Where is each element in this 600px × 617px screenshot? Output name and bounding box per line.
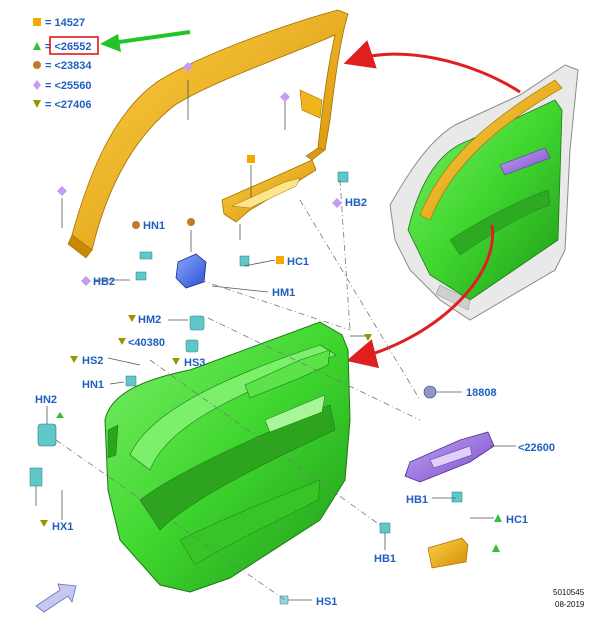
door-handle-bezel (404, 431, 495, 483)
clip-hn1-mid (125, 375, 137, 387)
speaker-hn2 (37, 423, 57, 447)
door-latch-blue (175, 253, 207, 289)
legend-square-icon (33, 18, 41, 26)
reference-number: 5010545 (553, 588, 585, 597)
square-icon (247, 155, 255, 163)
clip-hb2-top (337, 171, 349, 183)
legend-item-4: = <25560 (45, 80, 92, 92)
diamond-icon (332, 198, 342, 208)
triangle-icon (494, 514, 502, 522)
label-hm1: HM1 (272, 287, 295, 299)
legend-item-3: = <23834 (45, 60, 92, 72)
legend-circle-icon (33, 61, 41, 69)
triangle-down-icon (364, 334, 372, 341)
label-hc1-top: HC1 (287, 256, 309, 268)
legend-item-2: = <26552 (45, 41, 92, 53)
reference-date: 08-2019 (555, 600, 585, 609)
clip-hb1-right (451, 491, 463, 503)
leader-lines (35, 80, 516, 601)
label-hm2: HM2 (138, 314, 161, 326)
triangle-down-icon (172, 358, 180, 365)
legend-item-1: = 14527 (45, 17, 85, 29)
label-40380: <40380 (128, 337, 165, 349)
front-direction-arrow (35, 583, 77, 613)
circle-icon (187, 218, 195, 226)
clip-hm2 (189, 315, 205, 331)
label-hb1-right: HB1 (406, 494, 428, 506)
label-hb2-top: HB2 (345, 197, 367, 209)
label-hb1-bottom: HB1 (374, 553, 396, 565)
diamond-icon (183, 62, 193, 72)
label-hc1-right: HC1 (506, 514, 528, 526)
label-hb2-left: HB2 (93, 276, 115, 288)
label-hn1-mid: HN1 (82, 379, 104, 391)
legend-triangle-icon (33, 42, 41, 50)
legend-item-5: = <27406 (45, 99, 92, 111)
triangle-down-icon (70, 356, 78, 363)
switch-18808 (423, 385, 437, 399)
label-hs2: HS2 (82, 355, 103, 367)
triangle-down-icon (118, 338, 126, 345)
green-callout-arrow (100, 30, 191, 52)
clip-hc1-top (239, 255, 250, 267)
circle-icon (132, 221, 140, 229)
label-hn2: HN2 (35, 394, 57, 406)
triangle-icon (492, 544, 500, 552)
legend-diamond-icon (33, 80, 41, 90)
label-hx1: HX1 (52, 521, 73, 533)
vehicle-door-view (389, 64, 579, 321)
legend: = 14527 = <26552 = <23834 = <25560 = <27… (33, 17, 99, 111)
label-22600: <22600 (518, 442, 555, 454)
label-hn1-top: HN1 (143, 220, 165, 232)
diamond-icon (57, 186, 67, 196)
clip-hb2-left (135, 271, 147, 281)
part-labels: HB2 HN1 HC1 HB2 HM1 HM2 <40380 HS2 HS3 H… (35, 197, 555, 608)
window-frame-trim (67, 9, 349, 259)
legend-triangle-down-icon (33, 100, 41, 108)
legend-highlight-box (49, 36, 99, 55)
upper-trim-piece (221, 159, 317, 240)
label-18808: 18808 (466, 387, 497, 399)
label-hs1: HS1 (316, 596, 337, 608)
red-pointer-arrows (343, 40, 521, 369)
triangle-down-icon (128, 315, 136, 322)
bracket-hx1 (29, 467, 43, 487)
lower-bracket (427, 537, 469, 569)
label-hs3: HS3 (184, 357, 205, 369)
triangle-down-icon (40, 520, 48, 527)
part-markers (40, 62, 502, 552)
clip-hb1-bottom (379, 522, 391, 534)
clip-hn1-top (139, 251, 153, 260)
diamond-icon (280, 92, 290, 102)
clip-40380 (185, 339, 199, 353)
door-trim-panel (104, 321, 351, 593)
diamond-icon (81, 276, 91, 286)
triangle-icon (56, 412, 64, 418)
square-icon (276, 256, 284, 264)
